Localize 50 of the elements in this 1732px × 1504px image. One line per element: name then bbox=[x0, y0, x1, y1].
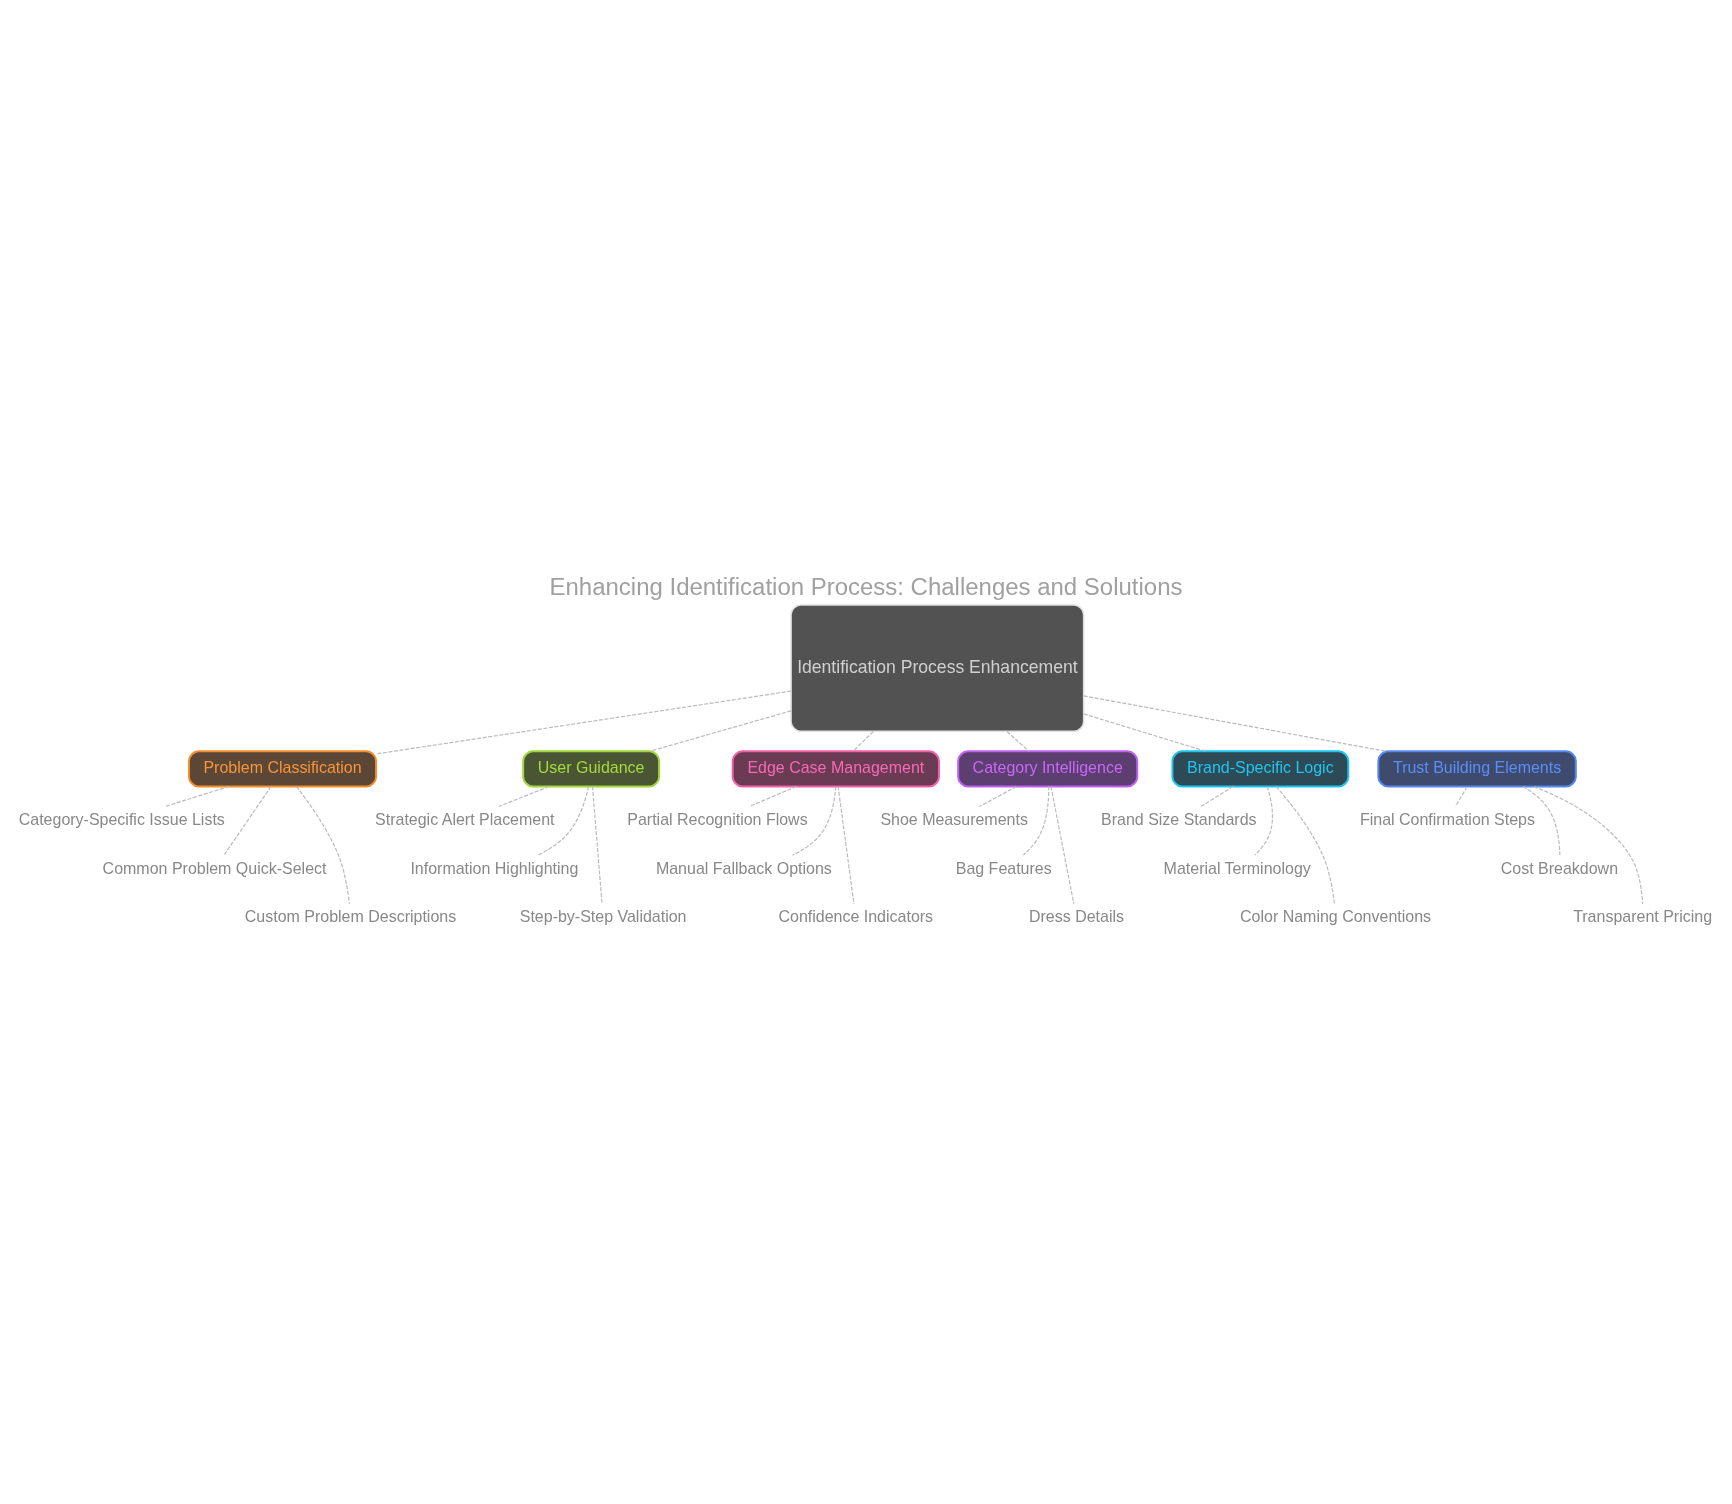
node-box: Category Intelligence bbox=[957, 749, 1139, 787]
node-text: Strategic Alert Placement bbox=[375, 810, 555, 828]
node-text: Custom Problem Descriptions bbox=[244, 907, 457, 925]
connector bbox=[1083, 694, 1387, 752]
connector bbox=[295, 785, 350, 904]
node-box: Edge Case Management bbox=[731, 749, 940, 787]
node-text: Bag Features bbox=[955, 859, 1052, 877]
diagram-title: Enhancing Identification Process: Challenges and Solutions bbox=[549, 572, 1183, 600]
node-text: Confidence Indicators bbox=[778, 907, 934, 925]
connector bbox=[1083, 712, 1206, 752]
node-text: Cost Breakdown bbox=[1500, 859, 1619, 877]
node-text: Shoe Measurements bbox=[880, 810, 1028, 828]
connector bbox=[1006, 730, 1030, 752]
connector bbox=[1200, 785, 1234, 807]
node-text: Manual Fallback Options bbox=[655, 859, 832, 877]
node-text: Brand Size Standards bbox=[1101, 810, 1257, 828]
connector bbox=[791, 785, 837, 856]
node-box: Trust Building Elements bbox=[1377, 749, 1577, 787]
node-box: Identification Process Enhancement bbox=[790, 603, 1085, 732]
connector bbox=[536, 785, 590, 856]
connector bbox=[164, 785, 230, 807]
connector bbox=[591, 785, 603, 904]
node-text: Common Problem Quick-Select bbox=[102, 859, 327, 877]
node-box: Brand-Specific Logic bbox=[1171, 749, 1350, 787]
connector bbox=[1254, 785, 1274, 856]
connector bbox=[1533, 785, 1644, 904]
node-text: Material Terminology bbox=[1163, 859, 1311, 877]
node-text: Color Naming Conventions bbox=[1240, 907, 1432, 925]
connector bbox=[223, 785, 272, 856]
connector bbox=[498, 785, 550, 807]
connector bbox=[1050, 785, 1075, 904]
node-text: Final Confirmation Steps bbox=[1359, 810, 1535, 828]
node-text: Step-by-Step Validation bbox=[519, 907, 687, 925]
connector bbox=[1522, 785, 1561, 856]
connector bbox=[748, 785, 797, 807]
connector bbox=[978, 785, 1017, 807]
connector bbox=[649, 709, 792, 752]
node-text: Dress Details bbox=[1028, 907, 1125, 925]
connector bbox=[1022, 785, 1050, 856]
connector bbox=[1454, 785, 1468, 807]
node-box: User Guidance bbox=[522, 749, 661, 787]
connector bbox=[1275, 785, 1336, 905]
node-text: Partial Recognition Flows bbox=[627, 810, 808, 828]
node-text: Category-Specific Issue Lists bbox=[18, 810, 225, 828]
node-text: Transparent Pricing bbox=[1573, 907, 1713, 925]
connector bbox=[375, 690, 792, 754]
node-text: Information Highlighting bbox=[410, 859, 579, 877]
connector bbox=[837, 785, 855, 904]
connector bbox=[852, 730, 874, 752]
node-box: Problem Classification bbox=[187, 749, 378, 787]
